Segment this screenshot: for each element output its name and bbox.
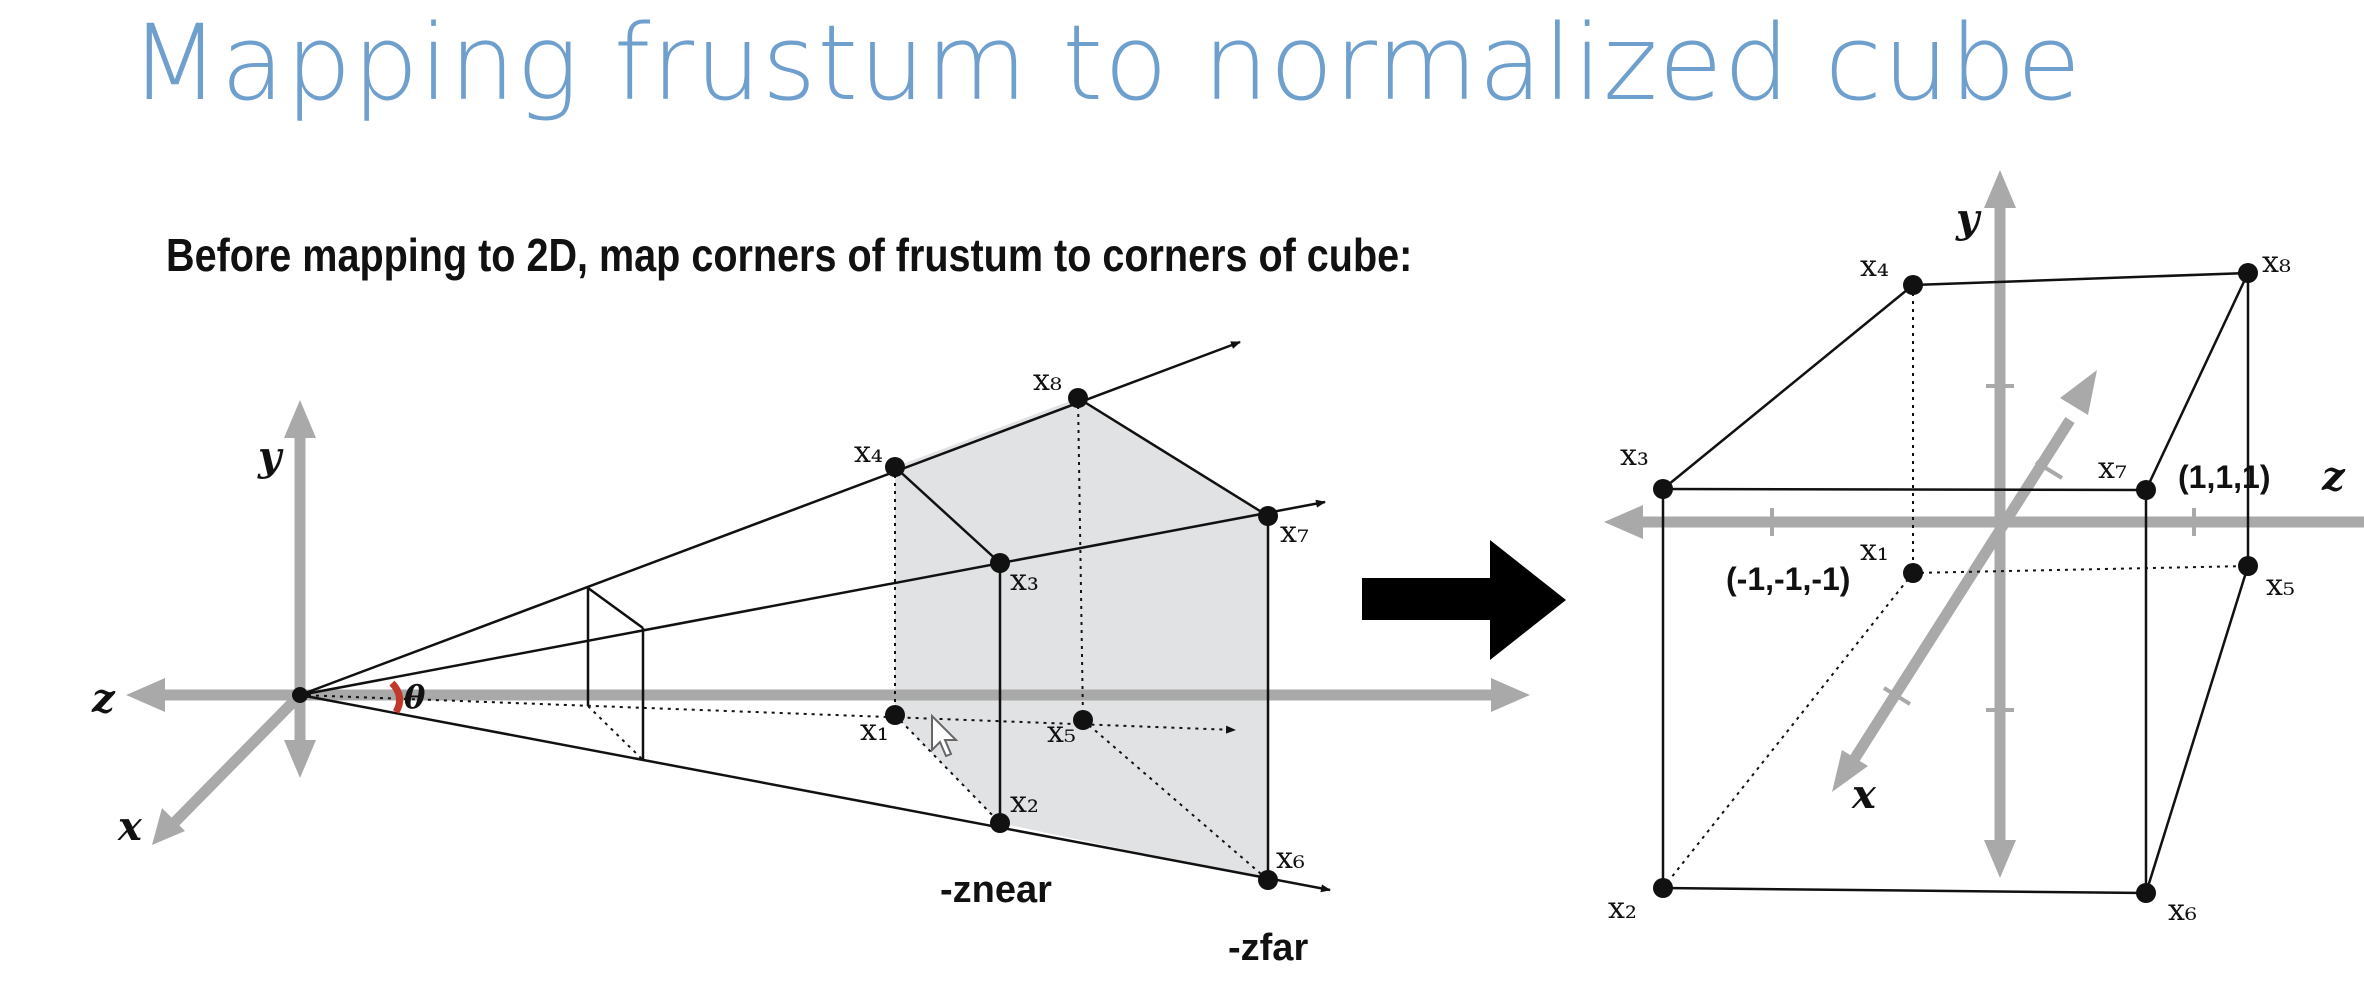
mapping-arrow-icon bbox=[1362, 540, 1566, 660]
frustum-label-x2: x₂ bbox=[1010, 785, 1039, 820]
cube-diagram: x₁ x₂ x₃ x₄ x₅ x₆ x₇ x₈ (-1,-1,-1) (1,1,… bbox=[1604, 170, 2364, 928]
cube-axes bbox=[1604, 170, 2364, 878]
frustum-vertex-x8 bbox=[1068, 388, 1088, 408]
cube-label-x5: x₅ bbox=[2266, 568, 2295, 603]
cube-vertices bbox=[1653, 263, 2258, 903]
cube-vertex-x4 bbox=[1903, 275, 1923, 295]
cube-hidden-edges bbox=[1662, 285, 2249, 889]
cube-label-x8: x₈ bbox=[2262, 245, 2291, 280]
cube-label-x6: x₆ bbox=[2168, 893, 2197, 928]
frustum-label-x1: x₁ bbox=[860, 713, 889, 748]
cube-label-x2: x₂ bbox=[1608, 891, 1637, 926]
cube-corner-max-label: (1,1,1) bbox=[2178, 459, 2270, 495]
near-plane-label: -znear bbox=[940, 869, 1052, 911]
cube-corner-min-label: (-1,-1,-1) bbox=[1726, 561, 1850, 597]
frustum-label-x5: x₅ bbox=[1047, 715, 1076, 750]
mouse-cursor-icon bbox=[931, 713, 959, 758]
frustum-label-x8: x₈ bbox=[1033, 363, 1062, 398]
cube-vertex-x5 bbox=[2238, 556, 2258, 576]
frustum-axes bbox=[126, 400, 1530, 845]
frustum-axis-label-x: x bbox=[117, 803, 143, 850]
frustum-label-x7: x₇ bbox=[1280, 515, 1309, 550]
cube-label-x7: x₇ bbox=[2098, 451, 2127, 486]
angle-theta-label: θ bbox=[404, 678, 426, 716]
cube-label-x4: x₄ bbox=[1860, 249, 1889, 284]
cube-axis-label-z: z bbox=[2321, 453, 2346, 500]
frustum-vertex-x5 bbox=[1073, 710, 1093, 730]
cube-vertex-x6 bbox=[2136, 883, 2156, 903]
frustum-label-x3: x₃ bbox=[1010, 563, 1039, 598]
frustum-vertices bbox=[292, 388, 1278, 890]
frustum-origin bbox=[292, 687, 308, 703]
far-plane-label: -zfar bbox=[1228, 927, 1308, 969]
cube-label-x1: x₁ bbox=[1860, 533, 1889, 568]
frustum-vertex-x3 bbox=[990, 553, 1010, 573]
frustum-vertex-x4 bbox=[885, 457, 905, 477]
angle-arc bbox=[389, 680, 404, 714]
cube-edges bbox=[1661, 271, 2250, 895]
frustum-vertex-x7 bbox=[1258, 506, 1278, 526]
slide-title: Mapping frustum to normalized cube bbox=[130, 2, 2082, 124]
cube-axis-label-x: x bbox=[1851, 771, 1877, 818]
cube-vertex-x7 bbox=[2136, 480, 2156, 500]
frustum-label-x4: x₄ bbox=[854, 435, 883, 470]
frustum-label-x6: x₆ bbox=[1276, 841, 1305, 876]
frustum-axis-label-z: z bbox=[91, 675, 116, 722]
cube-vertex-x1 bbox=[1903, 563, 1923, 583]
frustum-edges bbox=[299, 340, 1331, 893]
cube-axis-label-y: y bbox=[1955, 195, 1982, 242]
cube-label-x3: x₃ bbox=[1620, 438, 1649, 473]
cube-vertex-x3 bbox=[1653, 479, 1673, 499]
frustum-axis-label-y: y bbox=[257, 433, 284, 480]
cube-vertex-x8 bbox=[2238, 263, 2258, 283]
cube-vertex-x2 bbox=[1653, 878, 1673, 898]
frustum-vertex-x6 bbox=[1258, 870, 1278, 890]
slide-subtitle: Before mapping to 2D, map corners of fru… bbox=[166, 229, 1413, 281]
frustum-dotted-edges bbox=[299, 397, 1269, 881]
frustum-vertex-x2 bbox=[990, 813, 1010, 833]
frustum-diagram: θ x₁ x₂ x₃ x₄ x₅ x₆ x₇ bbox=[91, 340, 1530, 969]
frustum-vertex-x1 bbox=[885, 705, 905, 725]
